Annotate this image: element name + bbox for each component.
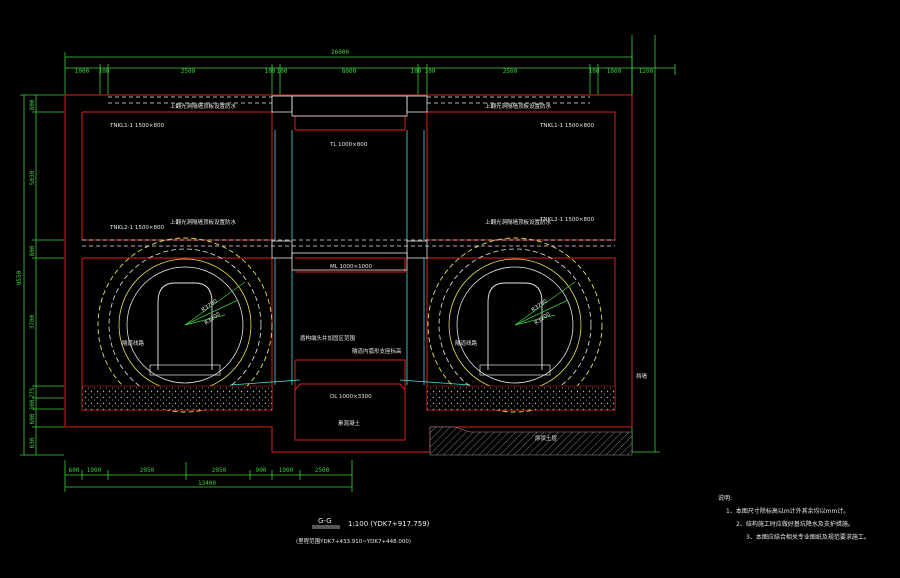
tunnel-left-label: 隧道线路 bbox=[122, 339, 145, 347]
bottom-dim: 2500 bbox=[315, 467, 330, 474]
left-dim: 600 bbox=[29, 413, 36, 424]
bottom-dim: 900 bbox=[256, 467, 267, 474]
right-tunnel bbox=[427, 237, 603, 413]
dimension-text: 26000 1000 100 2500 100 100 8000 100 100… bbox=[16, 49, 654, 487]
top-dim: 8000 bbox=[342, 68, 357, 75]
radius-label: R3700 bbox=[201, 298, 219, 313]
beam-label-upper-left: TNKL1-1 1500×800 bbox=[109, 123, 164, 129]
center-hatch-label: 素混凝土 bbox=[338, 419, 361, 427]
overall-width-dim: 26000 bbox=[331, 49, 349, 56]
right-top-dim: 1200 bbox=[639, 68, 654, 75]
dimension-layer bbox=[20, 35, 676, 492]
beam-label-upper-right: TNKL1-1 1500×800 bbox=[539, 123, 594, 129]
hatch-layer bbox=[81, 385, 633, 456]
left-dim: 800 bbox=[29, 245, 36, 256]
center-note-1: 盾构端头井加固区范围 bbox=[300, 334, 356, 342]
left-total-dim: 9550 bbox=[16, 270, 23, 285]
radius-label: R3700 bbox=[531, 298, 549, 313]
beam-label-mid-right: TNKL2-1 1500×800 bbox=[539, 217, 594, 223]
top-dim: 100 bbox=[425, 68, 436, 75]
left-tunnel bbox=[97, 237, 273, 413]
bottom-dim: 600 bbox=[69, 467, 80, 474]
top-dim: 1000 bbox=[75, 68, 90, 75]
beam-layer bbox=[82, 95, 615, 271]
scale-text: 1:100 (YDK7+917.759) bbox=[348, 520, 430, 528]
left-dim: 630 bbox=[29, 437, 36, 448]
bottom-dim: 1900 bbox=[279, 467, 294, 474]
radius-label: R3200 bbox=[534, 311, 552, 326]
top-dim: 100 bbox=[277, 68, 288, 75]
left-dim: 275 bbox=[29, 387, 36, 398]
beam-label-mid-left: TNKL2-1 1500×800 bbox=[109, 225, 164, 231]
bottom-dim: 1900 bbox=[87, 467, 102, 474]
notes-title: 说明: bbox=[718, 494, 732, 502]
left-dim: 3700 bbox=[29, 314, 36, 329]
column-layer bbox=[229, 130, 471, 386]
slab-label-mid-left: 上翻光洞隔墙顶板设置防水 bbox=[170, 218, 237, 226]
left-dim: 800 bbox=[29, 99, 36, 110]
section-subtitle: (里程范围YDK7+433.910~YDK7+448.000) bbox=[296, 537, 411, 545]
bottom-total-dim: 13400 bbox=[198, 480, 216, 487]
ground-label: 原状土层 bbox=[535, 434, 558, 442]
label-layer: TNKL1-1 1500×800 TNKL1-1 1500×800 TNKL2-… bbox=[109, 102, 648, 442]
tunnel-right-label: 隧道线路 bbox=[455, 339, 478, 347]
note-line: 2、结构施工时应做好基坑降水及支护措施。 bbox=[736, 520, 854, 528]
beam-label-bottom-center: DL 1000×3300 bbox=[330, 394, 372, 400]
right-side-label: 挡墙 bbox=[636, 372, 648, 380]
note-line: 3、本图应结合相关专业图纸及规范要求施工。 bbox=[746, 533, 870, 541]
slab-label-mid-right: 上翻光洞隔墙顶板设置防水 bbox=[485, 218, 552, 226]
top-dim: 2500 bbox=[181, 68, 196, 75]
bottom-dim: 2950 bbox=[212, 467, 227, 474]
beam-label-top-center: TL 1000×800 bbox=[329, 142, 368, 148]
slab-label-upper-right: 上翻光洞隔墙顶板设置防水 bbox=[485, 102, 552, 110]
top-dim: 100 bbox=[589, 68, 600, 75]
center-note-2: 隧道内弧形支座标高 bbox=[352, 347, 402, 355]
left-dim: 300 bbox=[29, 399, 36, 410]
section-title: G-G bbox=[318, 517, 332, 525]
bottom-dim: 2950 bbox=[140, 467, 155, 474]
top-dim: 2500 bbox=[503, 68, 518, 75]
notes-block: 说明: 1、本图尺寸除标高以m计外其余均以mm计。 2、结构施工时应做好基坑降水… bbox=[718, 494, 870, 541]
beam-label-mid-center: ML 1000×1000 bbox=[330, 264, 373, 270]
slab-label-upper-left: 上翻光洞隔墙顶板设置防水 bbox=[170, 102, 237, 110]
top-dim: 1000 bbox=[607, 68, 622, 75]
left-dim: 5030 bbox=[29, 170, 36, 185]
top-dim: 100 bbox=[411, 68, 422, 75]
top-dim: 100 bbox=[99, 68, 110, 75]
title-block: G-G 1:100 (YDK7+917.759) (里程范围YDK7+433.9… bbox=[296, 517, 430, 545]
radius-label: R3200 bbox=[204, 311, 222, 326]
note-line: 1、本图尺寸除标高以m计外其余均以mm计。 bbox=[726, 507, 849, 515]
top-dim: 100 bbox=[265, 68, 276, 75]
